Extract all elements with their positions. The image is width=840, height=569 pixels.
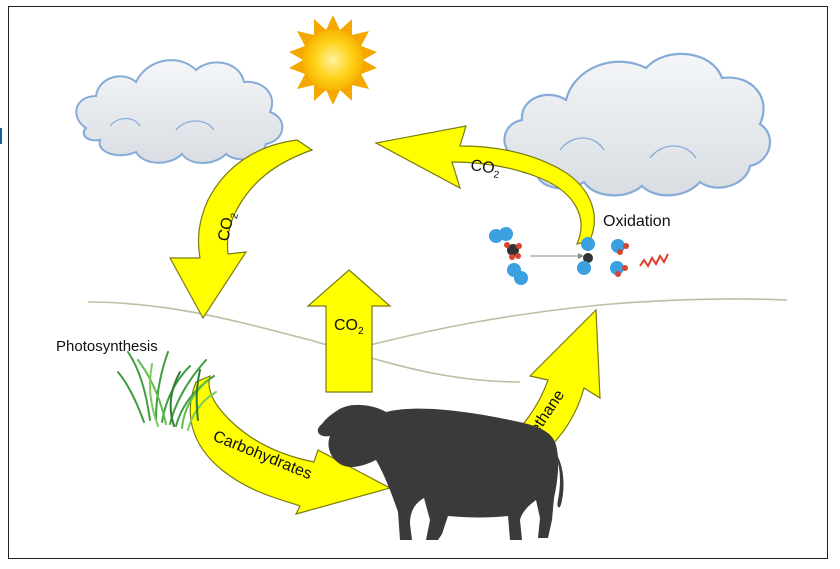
oxygen-molecule xyxy=(489,227,513,243)
photosynthesis-label: Photosynthesis xyxy=(56,338,158,355)
water-molecule xyxy=(611,239,629,255)
edge-marker xyxy=(0,128,2,144)
water-molecule xyxy=(610,261,628,277)
co2-up-arrow: CO2 xyxy=(306,269,392,393)
methane-molecule xyxy=(504,242,522,260)
energy-icon xyxy=(639,253,669,268)
cloud-icon xyxy=(503,52,771,197)
cow-icon xyxy=(317,404,564,540)
co2-return-arrow: CO2 xyxy=(374,125,595,245)
grass-icon xyxy=(117,351,217,431)
co2-down-arrow: CO2 xyxy=(168,139,314,320)
sun-icon xyxy=(289,15,377,105)
co2-down-label: CO2 xyxy=(215,210,241,244)
co2-molecule xyxy=(577,237,595,275)
cloud-icon xyxy=(75,59,284,164)
oxidation-label: Oxidation xyxy=(603,213,671,230)
ground-line-front xyxy=(369,298,788,346)
co2-return-label: CO2 xyxy=(469,157,501,181)
ground-line-back xyxy=(87,301,521,383)
ground-lines xyxy=(87,298,788,383)
co2-up-label: CO2 xyxy=(334,317,364,337)
molecule-icon xyxy=(489,227,669,285)
oxygen-molecule xyxy=(507,263,528,285)
